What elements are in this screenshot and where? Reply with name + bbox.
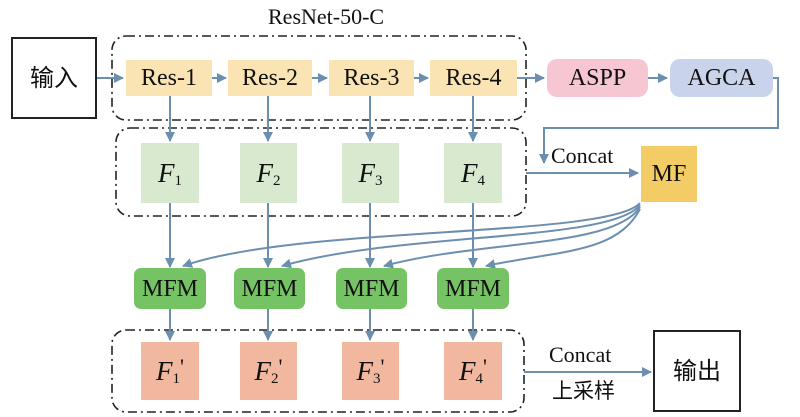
feature-f1-base: F: [158, 157, 175, 188]
feature-out-f4-base: F: [459, 355, 476, 386]
feature-f3-base: F: [358, 157, 376, 188]
agca-block: AGCA: [670, 59, 773, 97]
feature-f1-sub: 1: [174, 172, 183, 189]
mfm-block-1: MFM: [134, 268, 206, 309]
aspp-block: ASPP: [547, 59, 648, 97]
mf-block: MF: [641, 146, 697, 202]
concat-label-top: Concat: [551, 143, 614, 168]
feature-out-f2-prime: ': [278, 354, 283, 379]
feature-f4-base: F: [461, 157, 478, 188]
arrow-mf-mfm2: [281, 204, 641, 269]
feature-f2-base: F: [256, 157, 274, 188]
feature-f4-sub: 4: [477, 172, 486, 189]
feature-out-f2-sub: 2: [271, 370, 279, 387]
feature-out-f3-base: F: [356, 355, 374, 386]
feature-out-f1-prime: ': [180, 354, 184, 379]
arrow-mf-mfm3: [383, 206, 641, 269]
arrow-mf-mfm1: [182, 202, 641, 268]
mfm-block-3: MFM: [336, 268, 407, 309]
concat-label-bottom: Concat: [549, 342, 612, 367]
feature-out-f1-sub: 1: [172, 370, 181, 387]
upsample-label: 上采样: [552, 379, 615, 403]
feature-out-f4-prime: ': [483, 354, 487, 379]
res-block-4: Res-4: [430, 60, 517, 96]
feature-f2-sub: 2: [273, 172, 281, 189]
feature-group-border: [115, 127, 527, 217]
feature-out-f2-base: F: [254, 355, 272, 386]
resnet-group-border: [111, 35, 527, 121]
res-block-3: Res-3: [329, 60, 414, 96]
resnet-title: ResNet-50-C: [268, 4, 385, 29]
arrow-agca-mf: [539, 77, 779, 164]
output-box: 输出: [653, 330, 741, 412]
input-box: 输入: [11, 37, 97, 119]
mfm-block-2: MFM: [234, 268, 305, 309]
mfm-block-4: MFM: [437, 268, 509, 309]
feature-f3-sub: 3: [375, 172, 383, 189]
arrow-mf-mfm4: [485, 208, 641, 269]
feature-out-f1-base: F: [156, 355, 173, 386]
res-block-1: Res-1: [126, 60, 212, 96]
res-block-2: Res-2: [228, 60, 312, 96]
feature-out-f4-sub: 4: [475, 370, 484, 387]
feature-out-f3-prime: ': [380, 354, 385, 379]
feature-out-f3-sub: 3: [373, 370, 381, 387]
